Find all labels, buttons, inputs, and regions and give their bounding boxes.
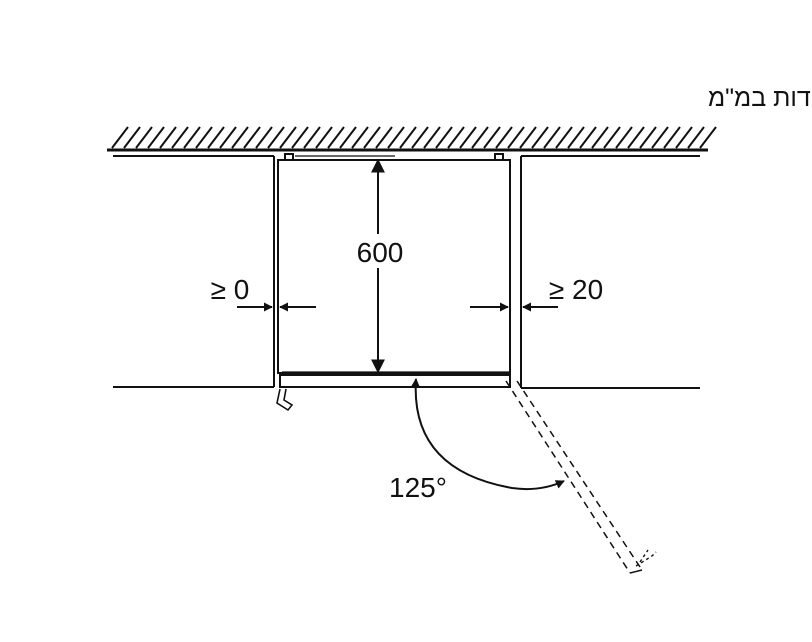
- hatch-stroke: [291, 126, 309, 149]
- wall-hatching: [107, 126, 717, 152]
- hatch-stroke: [159, 126, 177, 149]
- hatch-stroke: [123, 126, 141, 149]
- hatch-stroke: [171, 126, 189, 149]
- hatch-stroke: [267, 126, 285, 149]
- hatch-stroke: [279, 126, 297, 149]
- hatch-stroke: [651, 126, 669, 149]
- hatch-stroke: [471, 126, 489, 149]
- hatch-stroke: [435, 126, 453, 149]
- hatch-stroke: [507, 126, 525, 149]
- hatch-stroke: [579, 126, 597, 149]
- hatch-stroke: [567, 126, 585, 149]
- left-cabinet: [113, 156, 275, 388]
- gap-left-label: ≥ 0: [211, 274, 250, 305]
- door-open-handle: [635, 549, 657, 567]
- units-label: מידות במ"מ: [708, 84, 812, 112]
- hatch-stroke: [687, 126, 705, 149]
- hatch-stroke: [339, 126, 357, 149]
- right-cabinet: [520, 156, 700, 389]
- hatch-stroke: [399, 126, 417, 149]
- hatch-stroke: [111, 126, 129, 149]
- hatch-stroke: [423, 126, 441, 149]
- hatch-stroke: [327, 126, 345, 149]
- hatch-stroke: [615, 126, 633, 149]
- hatch-stroke: [147, 126, 165, 149]
- hatch-stroke: [459, 126, 477, 149]
- hatch-stroke: [195, 126, 213, 149]
- hatch-stroke: [375, 126, 393, 149]
- hatch-stroke: [555, 126, 573, 149]
- hatch-stroke: [543, 126, 561, 149]
- hatch-stroke: [531, 126, 549, 149]
- hatch-stroke: [351, 126, 369, 149]
- hatch-stroke: [495, 126, 513, 149]
- appliance-body: [277, 153, 511, 374]
- door-closed: [279, 371, 511, 388]
- hatch-stroke: [483, 126, 501, 149]
- hatch-stroke: [387, 126, 405, 149]
- depth-label-bg: [352, 234, 406, 268]
- hatch-stroke: [243, 126, 261, 149]
- hatch-stroke: [363, 126, 381, 149]
- hatch-stroke: [135, 126, 153, 149]
- hatch-stroke: [255, 126, 273, 149]
- hatch-stroke: [447, 126, 465, 149]
- hatch-stroke: [231, 126, 249, 149]
- hatch-stroke: [519, 126, 537, 149]
- hatch-stroke: [675, 126, 693, 149]
- hinge-left: [276, 388, 294, 412]
- depth-label: 600: [357, 237, 404, 268]
- door-angle-arc: [410, 378, 565, 491]
- door-angle-label: 125°: [389, 472, 447, 503]
- hatch-stroke: [207, 126, 225, 149]
- door-open-dashed: [505, 380, 643, 574]
- hatch-stroke: [315, 126, 333, 149]
- hatch-stroke: [699, 126, 717, 149]
- hatch-stroke: [411, 126, 429, 149]
- hatch-stroke: [603, 126, 621, 149]
- gap-right-label: ≥ 20: [549, 274, 603, 305]
- hatch-stroke: [303, 126, 321, 149]
- hatch-stroke: [183, 126, 201, 149]
- hatch-stroke: [663, 126, 681, 149]
- hatch-stroke: [627, 126, 645, 149]
- hatch-stroke: [639, 126, 657, 149]
- hatch-stroke: [591, 126, 609, 149]
- hatch-stroke: [219, 126, 237, 149]
